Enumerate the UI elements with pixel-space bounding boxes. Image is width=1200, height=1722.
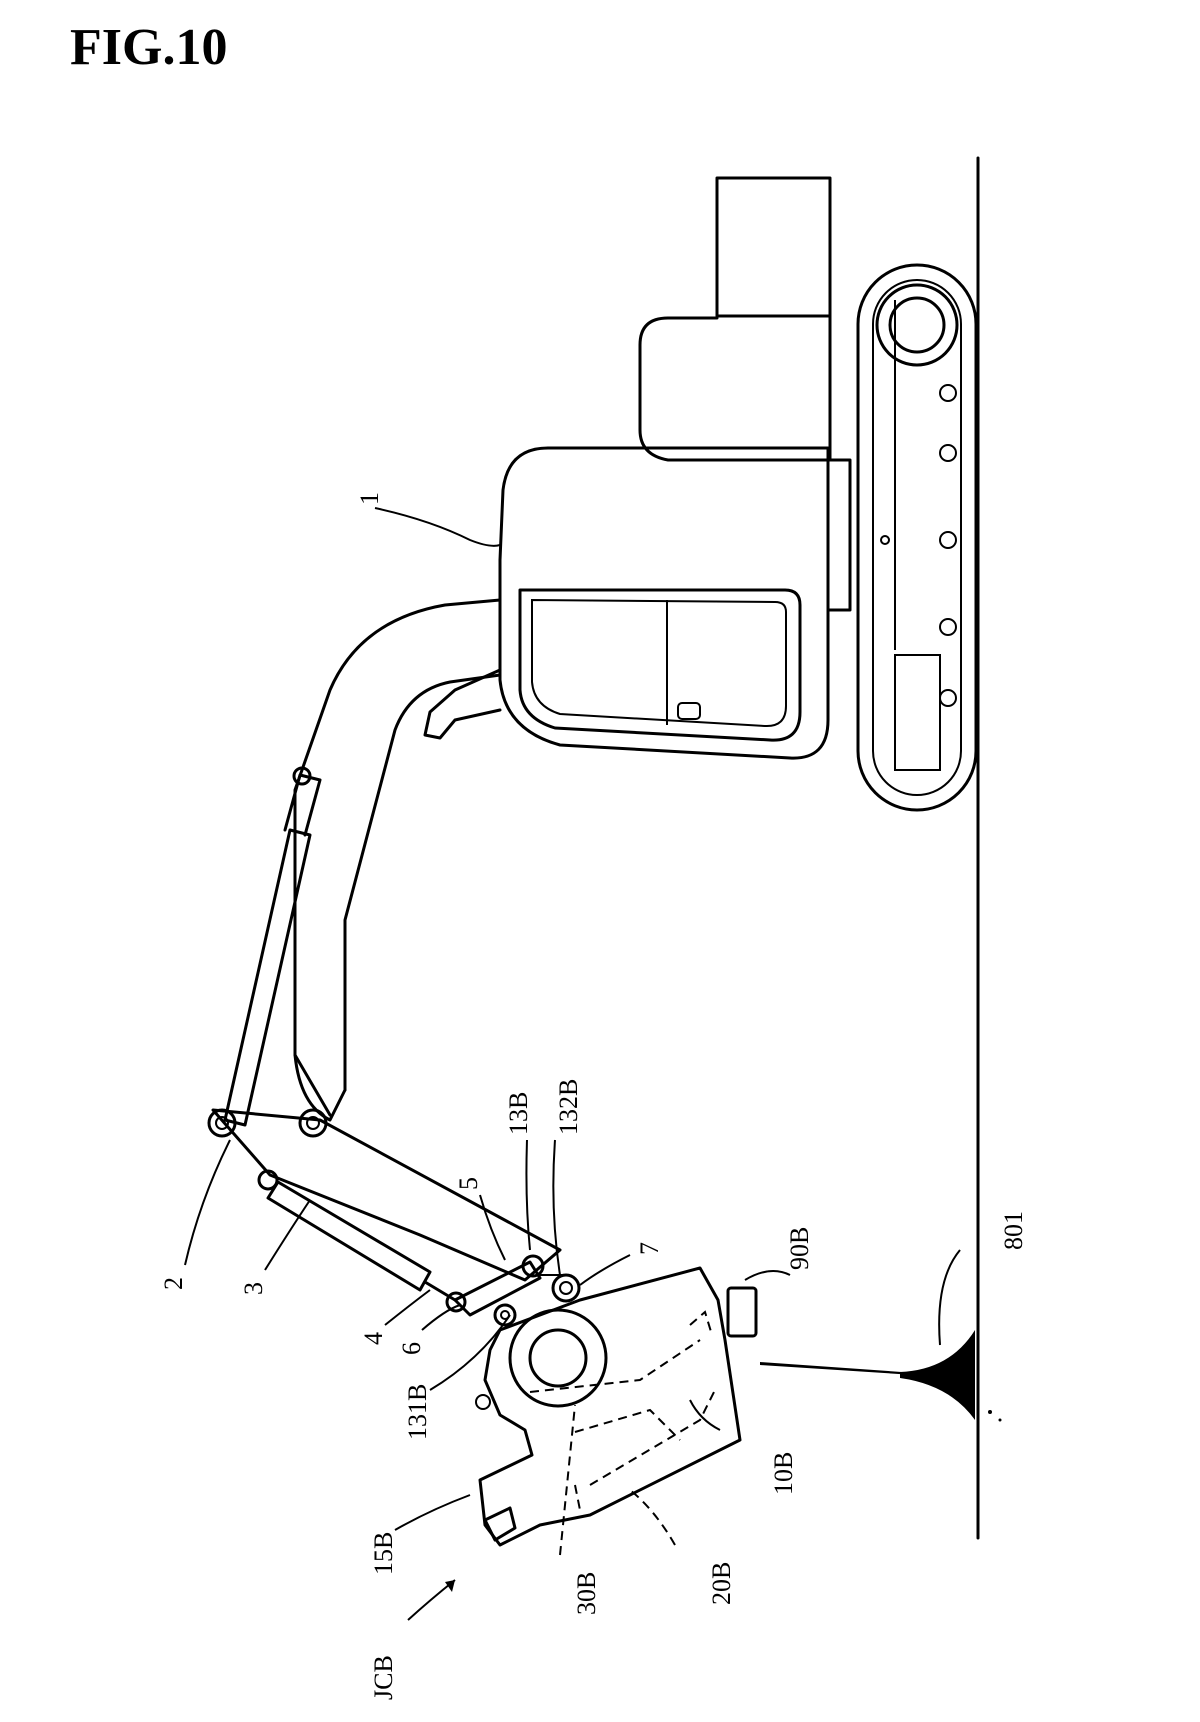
crusher-bucket xyxy=(475,1266,758,1547)
label-801: 801 xyxy=(999,1211,1028,1250)
label-1: 1 xyxy=(355,492,384,505)
arm xyxy=(207,1108,562,1302)
turntable xyxy=(826,458,852,612)
spray-particles xyxy=(760,1330,1002,1422)
label-30B: 30B xyxy=(572,1572,601,1615)
cab xyxy=(498,446,830,760)
leader-lines xyxy=(184,507,961,1621)
label-JCB: JCB xyxy=(369,1655,398,1700)
label-13B: 13B xyxy=(504,1092,533,1135)
arm-cylinder xyxy=(223,766,322,1127)
figure-title: FIG.10 xyxy=(70,19,228,76)
label-90B: 90B xyxy=(785,1227,814,1270)
label-3: 3 xyxy=(239,1282,268,1295)
boom xyxy=(293,598,502,1122)
label-4: 4 xyxy=(359,1332,388,1345)
counterweight xyxy=(638,176,832,462)
label-5: 5 xyxy=(454,1177,483,1190)
crawler-track xyxy=(856,263,978,812)
label-6: 6 xyxy=(397,1342,426,1355)
linkage xyxy=(445,1254,581,1327)
label-131B: 131B xyxy=(403,1384,432,1440)
label-10B: 10B xyxy=(769,1452,798,1495)
label-2: 2 xyxy=(159,1277,188,1290)
label-15B: 15B xyxy=(369,1532,398,1575)
label-7: 7 xyxy=(635,1242,664,1255)
label-20B: 20B xyxy=(707,1562,736,1605)
label-132B: 132B xyxy=(554,1079,583,1135)
